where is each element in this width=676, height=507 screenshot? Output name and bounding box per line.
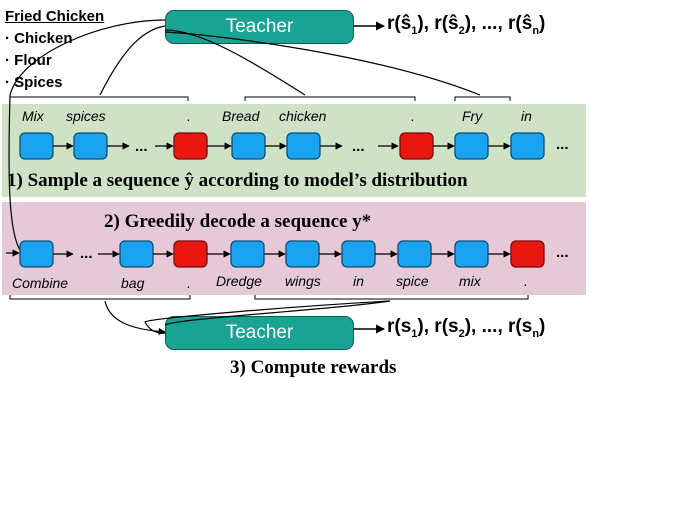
teacher-input-curves-top	[8, 19, 481, 251]
step2-label: 2) Greedily decode a sequence y*	[104, 211, 372, 232]
token-red	[173, 240, 208, 268]
sample-word: Bread	[222, 108, 260, 124]
token-blue	[286, 132, 321, 160]
token-blue	[73, 132, 108, 160]
sample-word: Mix	[22, 108, 44, 124]
greedy-sequence: ... ...	[6, 240, 569, 268]
token-blue	[510, 132, 545, 160]
greedy-word: bag	[121, 275, 145, 291]
teacher-input-curves-bottom	[104, 300, 391, 336]
step1-label: 1) Sample a sequence ŷ according to mode…	[7, 170, 468, 191]
token-blue	[397, 240, 432, 268]
sample-word: spices	[66, 108, 106, 124]
ingredient-item: · Chicken	[5, 30, 73, 47]
greedy-word: .	[524, 273, 528, 289]
greedy-word: Dredge	[216, 273, 262, 289]
sample-word: chicken	[279, 108, 327, 124]
token-blue	[119, 240, 154, 268]
recipe-list: Fried Chicken · Chicken · Flour · Spices	[5, 6, 104, 94]
token-blue	[230, 240, 265, 268]
ellipsis: ...	[556, 244, 569, 261]
sample-word: .	[411, 108, 415, 124]
sample-word: Fry	[462, 108, 483, 124]
teacher-box-top: Teacher	[165, 10, 354, 44]
sampled-rewards: r(ŝ1), r(ŝ2), ..., r(ŝn)	[387, 13, 546, 37]
sample-brackets	[9, 96, 511, 101]
token-red	[510, 240, 545, 268]
greedy-word: .	[187, 275, 191, 291]
greedy-word: in	[353, 273, 364, 289]
recipe-title: Fried Chicken	[5, 8, 105, 25]
greedy-word: spice	[396, 273, 429, 289]
token-blue	[285, 240, 320, 268]
ellipsis: ...	[352, 138, 365, 155]
sample-word: .	[187, 108, 191, 124]
greedy-word: wings	[285, 273, 321, 289]
greedy-word: Combine	[12, 275, 69, 291]
sample-sequence: ... ... ...	[19, 132, 569, 160]
ellipsis: ...	[80, 245, 93, 262]
token-red	[399, 132, 434, 160]
ellipsis: ...	[556, 136, 569, 153]
greedy-word: mix	[459, 273, 481, 289]
ingredient-item: · Spices	[5, 74, 63, 91]
token-blue	[19, 240, 54, 268]
token-blue	[231, 132, 266, 160]
step3-label: 3) Compute rewards	[230, 357, 397, 378]
token-blue	[341, 240, 376, 268]
ellipsis: ...	[135, 138, 148, 155]
token-red	[173, 132, 208, 160]
ingredient-item: · Flour	[5, 52, 52, 69]
token-blue	[454, 240, 489, 268]
token-blue	[19, 132, 54, 160]
greedy-brackets	[9, 295, 529, 300]
token-blue	[454, 132, 489, 160]
greedy-rewards: r(s1), r(s2), ..., r(sn)	[387, 316, 546, 340]
sample-word: in	[521, 108, 532, 124]
